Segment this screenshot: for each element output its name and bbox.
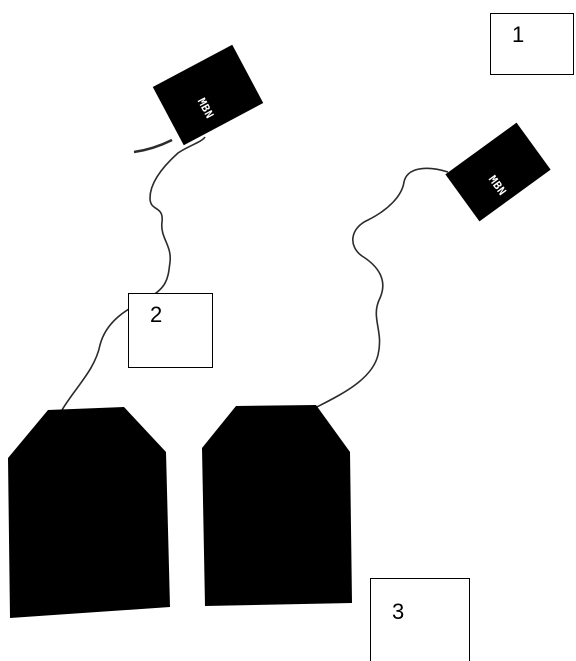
label-box-1: 1 [490, 13, 574, 75]
label-box-2: 2 [128, 293, 213, 368]
label-3-text: 3 [392, 599, 404, 624]
left-tea-bag-string [62, 137, 205, 410]
left-tea-tag: MBN [153, 45, 263, 146]
label-1-text: 1 [512, 22, 524, 47]
left-tea-bag [8, 407, 170, 618]
right-tea-bag [202, 405, 352, 606]
label-2-text: 2 [150, 302, 162, 327]
label-box-3: 3 [370, 578, 470, 661]
left-tag-string-tail [134, 140, 172, 152]
right-tea-bag-string [315, 168, 448, 408]
right-tea-tag: MBN [445, 123, 550, 222]
